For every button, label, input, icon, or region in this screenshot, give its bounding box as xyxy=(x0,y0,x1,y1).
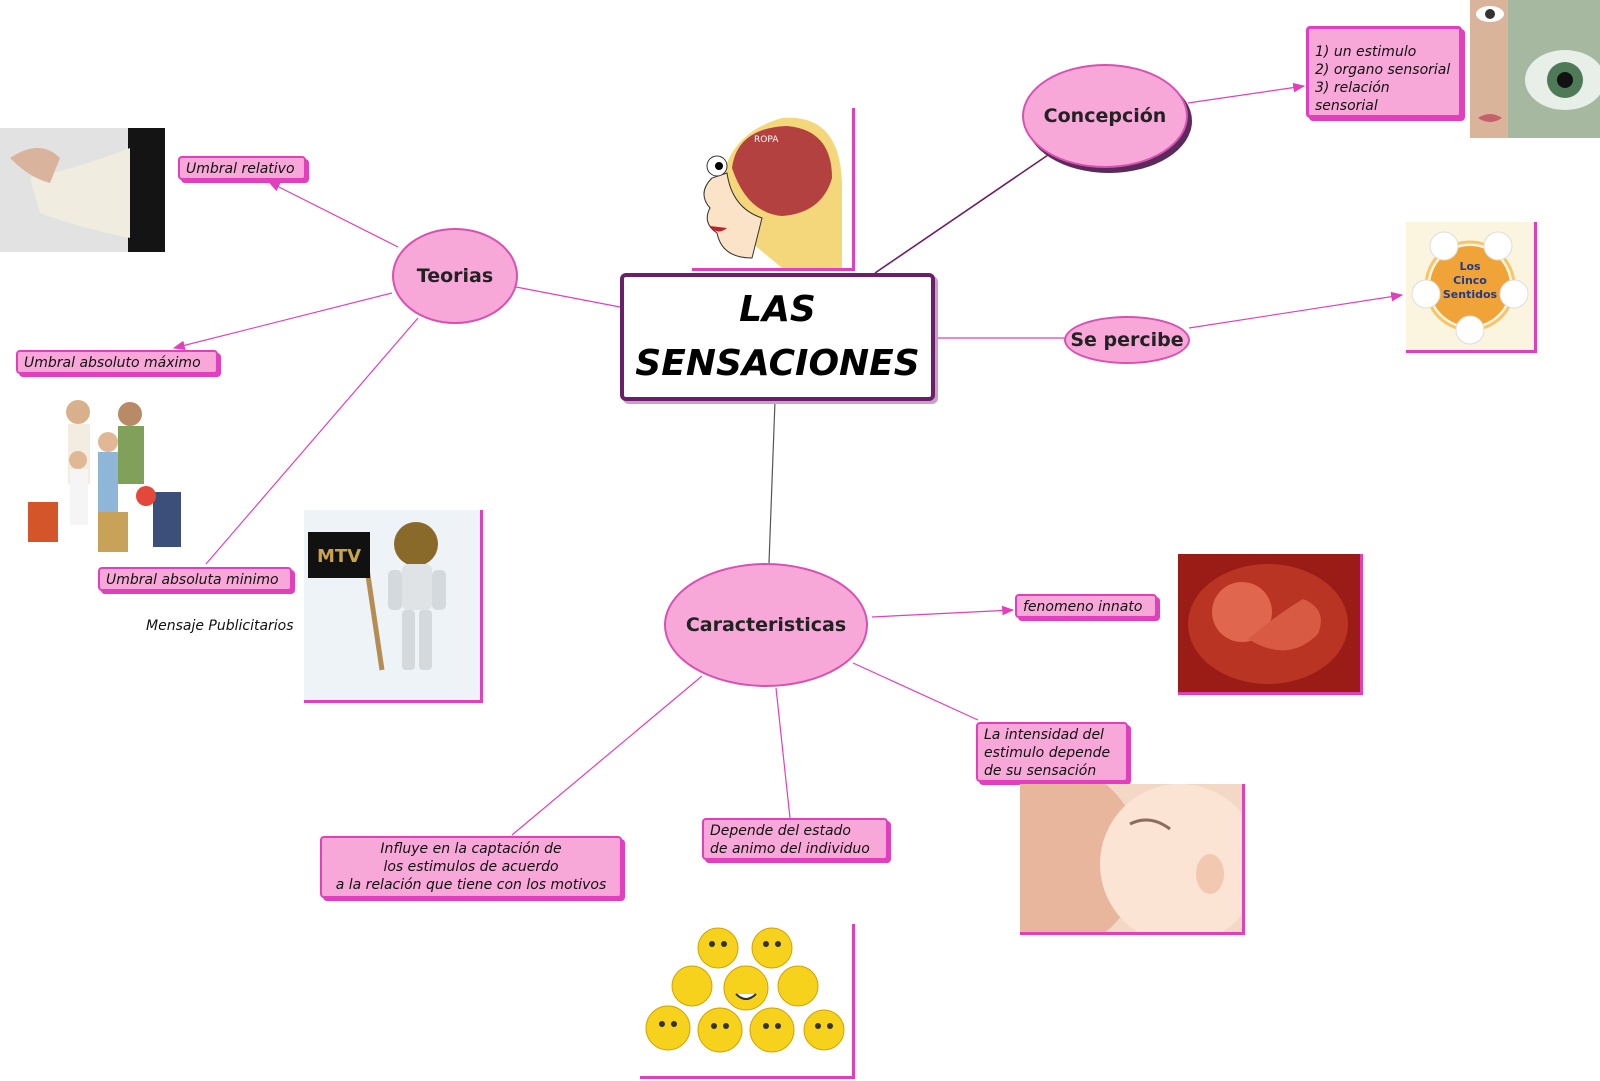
box-influye[interactable]: Influye en la captación de los estimulos… xyxy=(320,836,622,898)
node-se-percibe[interactable]: Se percibe xyxy=(1064,316,1190,364)
box-intensidad[interactable]: La intensidad del estimulo depende de su… xyxy=(976,722,1128,782)
box-depende-estado[interactable]: Depende del estado de animo del individu… xyxy=(702,818,888,860)
node-caracteristicas[interactable]: Caracteristicas xyxy=(664,563,868,687)
box-umbral-absoluta-minimo[interactable]: Umbral absoluta minimo xyxy=(98,567,292,591)
box-umbral-absoluto-maximo[interactable]: Umbral absoluto máximo xyxy=(16,350,218,374)
face-collage-image xyxy=(1470,0,1600,138)
link-teorias-umbral-minimo xyxy=(205,317,419,565)
emoticons-image xyxy=(640,924,855,1079)
box-concepcion-list[interactable]: 1) un estimulo 2) organo sensorial 3) re… xyxy=(1306,26,1462,118)
mtv-astronaut-image: MTV xyxy=(304,510,483,703)
baby-image xyxy=(1020,784,1245,935)
link-center-caracteristicas xyxy=(768,400,776,564)
link-caract-intensidad xyxy=(852,662,979,721)
link-se-percibe-sentidos xyxy=(1188,291,1404,329)
link-teorias-umbral-maximo xyxy=(172,292,393,351)
link-caract-depende xyxy=(775,687,791,819)
link-concepcion-list xyxy=(1187,82,1306,104)
label-mensaje-publicitario: Mensaje Publicitarios xyxy=(146,618,294,634)
link-caract-fenomeno xyxy=(871,605,1015,618)
mtv-label: MTV xyxy=(317,546,361,567)
node-concepcion[interactable]: Concepción xyxy=(1022,64,1188,168)
link-caract-influye xyxy=(511,675,703,836)
link-teorias-umbral-relativo xyxy=(267,181,399,248)
central-topic[interactable]: LAS SENSACIONES xyxy=(620,273,935,401)
family-travel-image xyxy=(18,392,200,566)
box-umbral-relativo[interactable]: Umbral relativo xyxy=(178,156,306,180)
node-teorias[interactable]: Teorias xyxy=(392,228,518,324)
ropa-label: ROPA xyxy=(754,135,779,145)
link-center-concepcion xyxy=(874,154,1049,274)
fetus-image xyxy=(1178,554,1363,695)
link-center-teorias xyxy=(515,286,621,308)
box-fenomeno-innato[interactable]: fenomeno innato xyxy=(1015,594,1157,618)
empty-pocket-image xyxy=(0,128,165,252)
brain-head-image: ROPA xyxy=(692,108,855,271)
